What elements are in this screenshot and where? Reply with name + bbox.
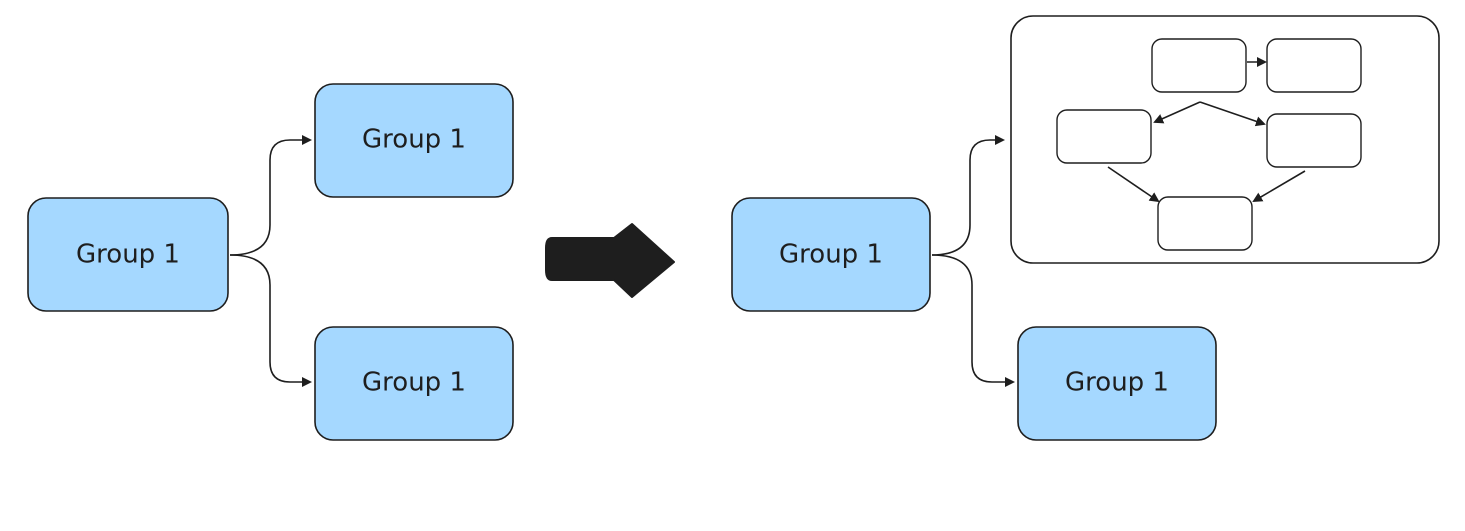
right-connector-bottom — [931, 254, 1015, 387]
sub-node-top-left[interactable] — [1151, 38, 1247, 93]
left-child-bottom-label: Group 1 — [362, 368, 466, 398]
left-diagram: Group 1 Group 1 Group 1 — [27, 83, 514, 441]
right-root-node[interactable]: Group 1 — [731, 197, 931, 312]
left-child-top-node[interactable]: Group 1 — [314, 83, 514, 198]
sub-connector-left-to-bottom — [1107, 166, 1160, 203]
sub-connector-right-to-bottom — [1252, 170, 1306, 203]
left-root-node[interactable]: Group 1 — [27, 197, 229, 312]
left-root-label: Group 1 — [76, 240, 180, 270]
right-diagram: Group 1 Group 1 — [731, 15, 1440, 441]
left-child-top-label: Group 1 — [362, 125, 466, 155]
right-connector-top — [931, 135, 1005, 256]
right-root-label: Group 1 — [779, 240, 883, 270]
sub-node-bottom[interactable] — [1157, 196, 1253, 251]
sub-node-middle-left[interactable] — [1056, 109, 1152, 164]
left-child-bottom-node[interactable]: Group 1 — [314, 326, 514, 441]
expanded-group-frame[interactable] — [1010, 15, 1440, 264]
sub-connector-to-left — [1153, 101, 1201, 124]
sub-node-middle-right[interactable] — [1266, 113, 1362, 168]
left-connector-bottom — [229, 254, 312, 387]
left-connector-top — [229, 135, 312, 256]
right-arrow-icon — [545, 223, 675, 298]
right-child-bottom-label: Group 1 — [1065, 368, 1169, 398]
sub-connector-to-right — [1199, 101, 1266, 127]
sub-node-top-right[interactable] — [1266, 38, 1362, 93]
right-child-bottom-node[interactable]: Group 1 — [1017, 326, 1217, 441]
